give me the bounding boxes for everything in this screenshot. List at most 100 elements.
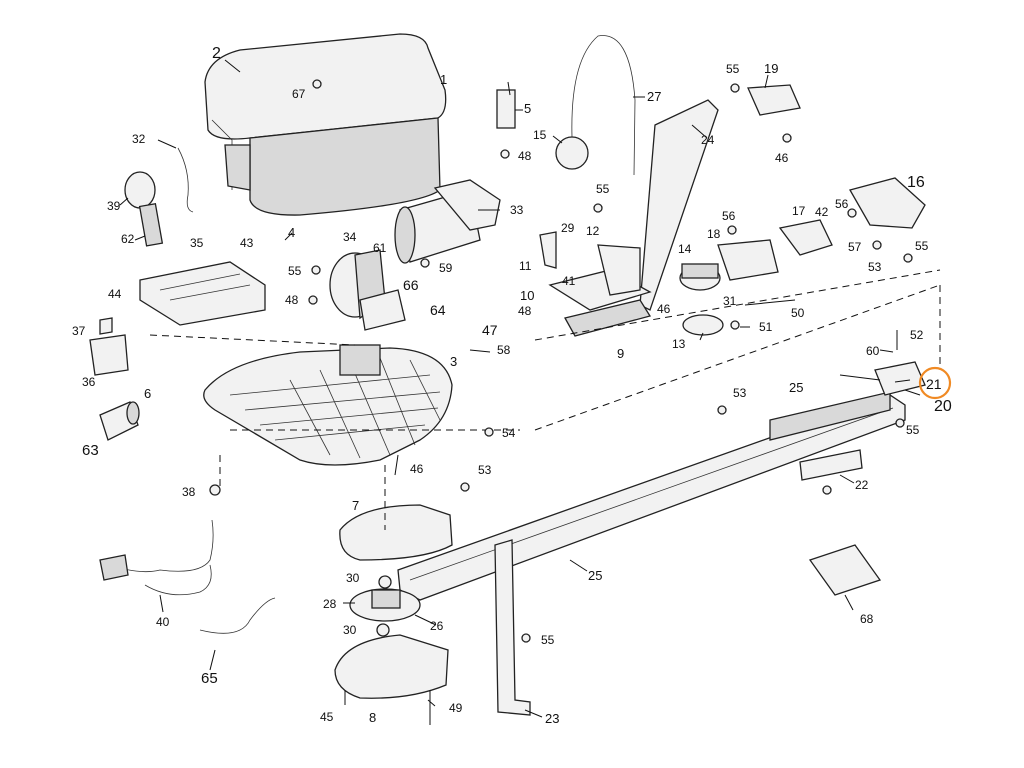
label-11: 11: [519, 259, 532, 273]
label-52: 52: [910, 328, 924, 342]
part-wire-32: [177, 147, 194, 213]
label-38: 38: [182, 485, 196, 499]
label-42: 42: [815, 205, 829, 219]
screws: [209, 79, 913, 725]
label-22: 22: [855, 478, 869, 492]
label-31: 31: [723, 294, 737, 308]
label-46a: 46: [775, 151, 789, 165]
part-63: [99, 401, 140, 441]
part-board-35: [139, 261, 266, 326]
label-2: 2: [212, 45, 221, 62]
label-55a: 55: [726, 62, 740, 76]
label-55d: 55: [915, 239, 929, 253]
label-68: 68: [860, 612, 874, 626]
label-35: 35: [190, 236, 204, 250]
label-7: 7: [352, 498, 359, 513]
part-8: [334, 634, 449, 699]
label-5: 5: [524, 101, 531, 116]
part-7: [339, 504, 453, 561]
label-43: 43: [240, 236, 254, 250]
label-37: 37: [72, 324, 86, 338]
label-26: 26: [430, 619, 444, 633]
label-62: 62: [121, 232, 135, 246]
part-5: [496, 89, 516, 129]
label-55b: 55: [596, 182, 610, 196]
label-51: 51: [759, 320, 773, 334]
part-carriage-9-10: [539, 231, 652, 337]
part-bracket-23: [494, 539, 531, 716]
label-34: 34: [343, 230, 357, 244]
label-53c: 53: [478, 463, 492, 477]
label-53b: 53: [733, 386, 747, 400]
part-13: [682, 314, 724, 336]
label-48a: 48: [518, 149, 532, 163]
label-19: 19: [764, 61, 778, 76]
label-50: 50: [791, 306, 805, 320]
part-motor-34: [329, 249, 406, 331]
label-30b: 30: [343, 623, 357, 637]
label-58: 58: [497, 343, 511, 357]
callout-labels: 1 2 3 4 5 6 7 8 9 10 11 12 13 14 15 16 1…: [72, 45, 952, 726]
label-23: 23: [545, 711, 559, 726]
label-1: 1: [440, 72, 447, 87]
label-16: 16: [907, 174, 925, 191]
label-6: 6: [144, 386, 151, 401]
part-baseplate-3: [203, 344, 453, 466]
label-63: 63: [82, 442, 99, 459]
label-55c: 55: [288, 264, 302, 278]
label-4: 4: [288, 225, 295, 240]
label-49: 49: [449, 701, 463, 715]
label-15: 15: [533, 128, 547, 142]
label-40: 40: [156, 615, 170, 629]
label-55f: 55: [541, 633, 555, 647]
label-60: 60: [866, 344, 880, 358]
label-55e: 55: [906, 423, 920, 437]
label-25b: 25: [588, 568, 602, 583]
label-46c: 46: [410, 462, 424, 476]
part-bracket-19: [747, 84, 801, 116]
part-bolt-50: [744, 299, 796, 306]
part-arm-24: [639, 99, 719, 311]
assembly-lines: [149, 269, 941, 530]
part-36-37: [89, 317, 129, 376]
label-25a: 25: [789, 380, 803, 395]
label-65: 65: [201, 670, 218, 687]
label-44: 44: [108, 287, 122, 301]
label-66: 66: [403, 277, 419, 293]
label-54: 54: [502, 426, 516, 440]
label-28: 28: [323, 597, 337, 611]
label-14: 14: [678, 242, 692, 256]
label-59: 59: [439, 261, 453, 275]
label-53a: 53: [868, 260, 882, 274]
part-pendant-15: [555, 35, 636, 176]
part-cord-40: [99, 519, 214, 596]
label-56a: 56: [722, 209, 736, 223]
label-17: 17: [792, 204, 806, 218]
label-3: 3: [450, 354, 457, 369]
label-29: 29: [561, 221, 575, 235]
label-56b: 56: [835, 197, 849, 211]
leader-lines: [119, 59, 921, 718]
part-bracket-16: [849, 177, 926, 229]
label-21: 21: [926, 376, 942, 392]
label-67: 67: [292, 87, 306, 101]
label-48c: 48: [518, 304, 532, 318]
part-gear-14: [679, 263, 721, 291]
label-61: 61: [373, 241, 387, 255]
label-64: 64: [430, 302, 446, 318]
label-45: 45: [320, 710, 334, 724]
part-plate-18: [717, 239, 779, 281]
label-32: 32: [132, 132, 146, 146]
part-17: [778, 219, 833, 256]
label-36: 36: [82, 375, 96, 389]
label-46b: 46: [657, 302, 671, 316]
label-9: 9: [617, 346, 624, 361]
part-motor-33: [394, 179, 501, 264]
label-20: 20: [934, 398, 952, 415]
part-wire-65: [199, 597, 276, 634]
part-card-68: [808, 544, 882, 596]
label-12: 12: [586, 224, 600, 238]
part-sprocket-26-28: [349, 588, 421, 622]
